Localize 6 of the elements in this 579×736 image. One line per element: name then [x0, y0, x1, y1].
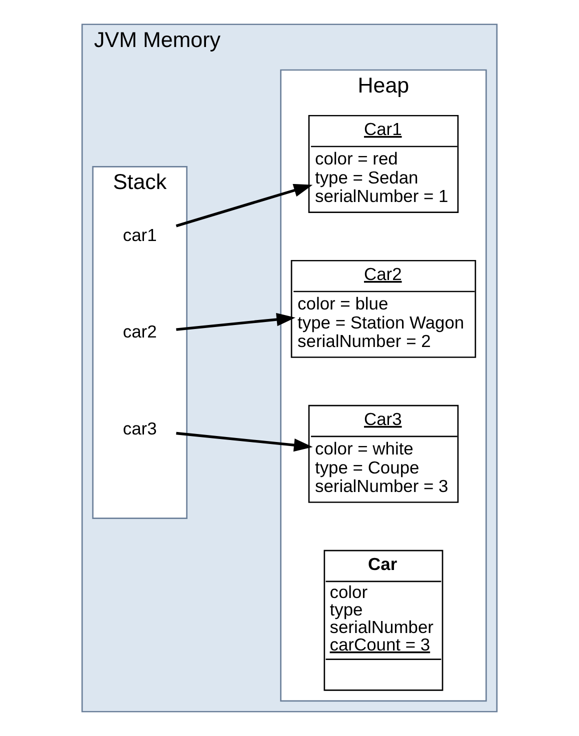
arrow: [176, 432, 313, 452]
arrow: [176, 312, 296, 331]
node-text: car3: [122, 418, 157, 438]
node-text: car1: [122, 225, 157, 246]
node-text: car2: [122, 322, 157, 342]
arrow: [176, 184, 313, 228]
